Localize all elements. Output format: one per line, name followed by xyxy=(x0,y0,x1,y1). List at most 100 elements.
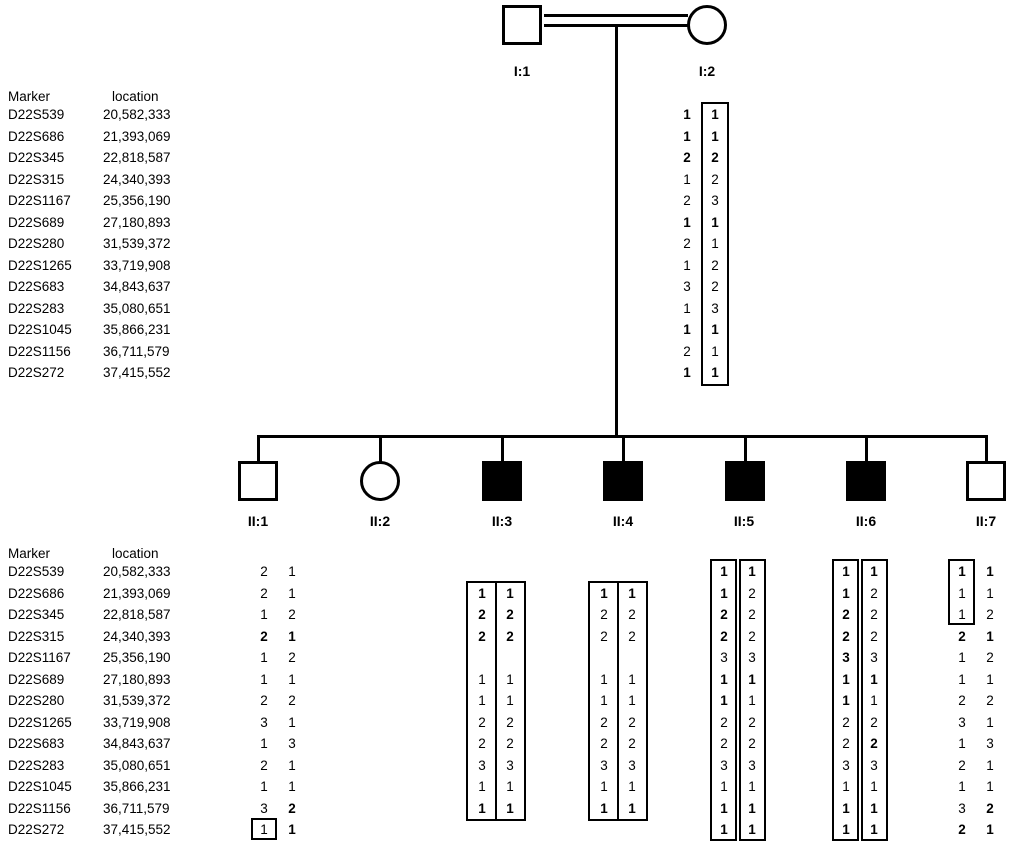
drop-line-II6 xyxy=(865,435,868,463)
allele-cell: 1 xyxy=(748,693,756,708)
marker-location: 33,719,908 xyxy=(103,257,171,273)
allele-cell: 1 xyxy=(842,822,850,837)
allele-cell: 2 xyxy=(870,714,878,730)
haplotype-box-II6-left xyxy=(832,559,859,841)
allele-cell: 1 xyxy=(870,693,878,708)
label-II1: II:1 xyxy=(247,513,269,529)
marker-location: 27,180,893 xyxy=(103,214,171,230)
allele-cell: 1 xyxy=(478,800,486,816)
allele-cell: 1 xyxy=(748,564,756,579)
label-II6: II:6 xyxy=(855,513,877,529)
allele-cell: 3 xyxy=(870,650,878,665)
allele-cell: 1 xyxy=(870,671,878,687)
allele-cell: 2 xyxy=(748,585,756,601)
allele-cell: 1 xyxy=(288,585,296,601)
allele-cell: 2 xyxy=(260,585,268,601)
allele-cell: 3 xyxy=(748,757,756,773)
marker-location: 24,340,393 xyxy=(103,628,171,644)
allele-cell: 2 xyxy=(478,607,486,622)
individual-II2-symbol-female-unaffected xyxy=(360,461,400,501)
allele-cell: 1 xyxy=(986,628,994,644)
allele-cell: 1 xyxy=(506,585,514,601)
allele-cell: 3 xyxy=(870,757,878,773)
allele-cell: 2 xyxy=(842,628,850,644)
marker-name: D22S1265 xyxy=(8,714,72,730)
allele-cell: 2 xyxy=(600,628,608,644)
allele-cell: 1 xyxy=(842,693,850,708)
allele-cell: 2 xyxy=(720,607,728,622)
allele-cell: 1 xyxy=(288,822,296,837)
allele-cell: 1 xyxy=(683,171,691,187)
allele-cell: 1 xyxy=(842,800,850,816)
allele-cell: 3 xyxy=(600,757,608,773)
marker-location: 36,711,579 xyxy=(103,343,170,359)
haplotype-box-II5-left xyxy=(710,559,737,841)
drop-line-II5 xyxy=(744,435,747,463)
allele-cell: 2 xyxy=(478,628,486,644)
allele-cell: 1 xyxy=(711,322,719,337)
allele-cell: 1 xyxy=(720,800,728,816)
individual-II3-symbol-male-affected xyxy=(482,461,522,501)
individual-II4-symbol-male-affected xyxy=(603,461,643,501)
drop-line-II7 xyxy=(985,435,988,463)
allele-cell: 3 xyxy=(260,714,268,730)
marker-location: 24,340,393 xyxy=(103,171,171,187)
marker-column-header: Marker xyxy=(8,546,51,561)
marker-name: D22S283 xyxy=(8,757,65,773)
marker-name: D22S345 xyxy=(8,607,65,622)
allele-cell: 2 xyxy=(958,757,966,773)
allele-cell: 1 xyxy=(711,365,719,380)
marker-location: 37,415,552 xyxy=(103,822,171,837)
allele-cell: 2 xyxy=(600,607,608,622)
individual-II5-symbol-male-affected xyxy=(725,461,765,501)
drop-line-II4 xyxy=(622,435,625,463)
allele-cell: 3 xyxy=(260,800,268,816)
individual-II1-symbol-male-unaffected xyxy=(238,461,278,501)
allele-cell: 1 xyxy=(288,714,296,730)
allele-cell: 1 xyxy=(748,779,756,794)
marker-name: D22S315 xyxy=(8,171,65,187)
allele-cell: 2 xyxy=(506,628,514,644)
marker-name: D22S539 xyxy=(8,107,65,122)
allele-cell: 1 xyxy=(628,585,636,601)
allele-cell: 1 xyxy=(842,564,850,579)
allele-cell: 1 xyxy=(506,671,514,687)
allele-cell: 1 xyxy=(288,757,296,773)
allele-cell: 1 xyxy=(506,800,514,816)
allele-cell: 2 xyxy=(870,585,878,601)
allele-cell: 1 xyxy=(986,757,994,773)
marker-location: 34,843,637 xyxy=(103,736,171,751)
marker-location: 21,393,069 xyxy=(103,128,171,144)
allele-cell: 1 xyxy=(478,671,486,687)
allele-cell: 1 xyxy=(711,214,719,230)
haplotype-box-II3-divider xyxy=(495,581,497,821)
label-II2: II:2 xyxy=(369,513,391,529)
marker-name: D22S272 xyxy=(8,365,65,380)
allele-cell: 2 xyxy=(958,822,966,837)
allele-cell: 2 xyxy=(506,736,514,751)
allele-cell: 2 xyxy=(986,800,994,816)
allele-cell: 1 xyxy=(748,822,756,837)
individual-II7-symbol-male-unaffected xyxy=(966,461,1006,501)
individual-II6-symbol-male-affected xyxy=(846,461,886,501)
marker-name: D22S1265 xyxy=(8,257,72,273)
allele-cell: 1 xyxy=(478,585,486,601)
individual-I2-symbol-female-unaffected xyxy=(687,5,727,45)
label-II3: II:3 xyxy=(491,513,513,529)
allele-cell: 2 xyxy=(748,736,756,751)
allele-cell: 2 xyxy=(288,607,296,622)
allele-cell: 2 xyxy=(748,607,756,622)
allele-cell: 1 xyxy=(720,779,728,794)
marker-name: D22S280 xyxy=(8,236,65,251)
marker-name: D22S686 xyxy=(8,585,65,601)
allele-cell: 2 xyxy=(711,150,719,165)
allele-cell: 2 xyxy=(986,693,994,708)
allele-cell: 2 xyxy=(711,279,719,294)
allele-cell: 1 xyxy=(986,671,994,687)
allele-cell: 2 xyxy=(842,714,850,730)
allele-cell: 3 xyxy=(720,757,728,773)
marker-location: 35,080,651 xyxy=(103,300,171,316)
marker-name: D22S1167 xyxy=(8,650,71,665)
marker-location: 34,843,637 xyxy=(103,279,171,294)
marker-name: D22S689 xyxy=(8,671,65,687)
